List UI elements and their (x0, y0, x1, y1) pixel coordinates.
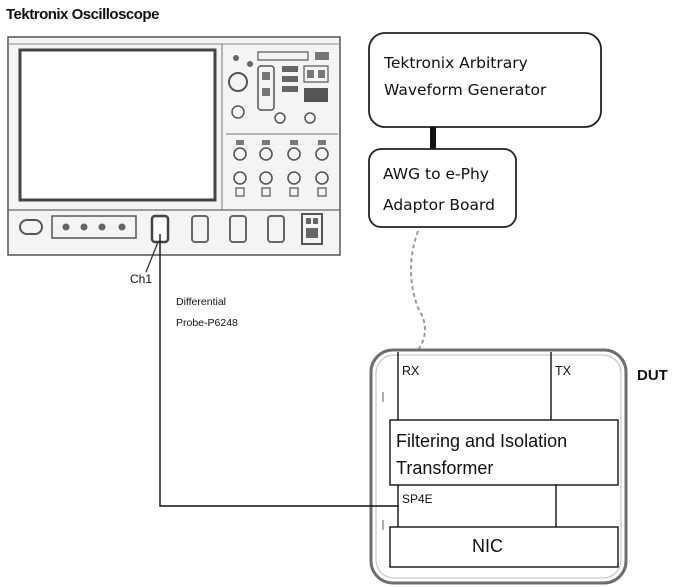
adaptor-label-line1: AWG to e-Phy (383, 165, 489, 183)
channel-knobs (233, 140, 329, 197)
awg-label-line1: Tektronix Arbitrary (384, 54, 528, 72)
ch1-label: Ch1 (130, 272, 153, 286)
rx-label: RX (402, 364, 420, 378)
awg-adaptor-link (430, 127, 436, 149)
filter-transformer-line2: Transformer (396, 458, 494, 478)
knob-icon (228, 72, 248, 92)
probe-label-line1: Differential (176, 296, 226, 308)
cable-to-dut (410, 230, 426, 351)
oscilloscope (7, 36, 341, 273)
knob-icon (304, 112, 316, 124)
nic-box (389, 526, 619, 568)
filter-transformer-line1: Filtering and Isolation (396, 431, 568, 451)
oscilloscope-title: Tektronix Oscilloscope (6, 6, 159, 23)
tx-label: TX (555, 364, 571, 378)
front-panel (19, 213, 323, 245)
adaptor-label-line2: Adaptor Board (383, 196, 495, 214)
connector-icon (191, 215, 209, 243)
knob-icon (274, 112, 286, 124)
nic-label: NIC (472, 536, 503, 556)
oscilloscope-control-panel (226, 51, 338, 197)
connector-icon (267, 215, 285, 243)
probe-label-line2: Probe-P6248 (176, 317, 238, 329)
oscilloscope-screen (18, 48, 217, 202)
dut-label: DUT (637, 367, 668, 384)
filter-transformer-box (389, 419, 619, 486)
power-button-icon (19, 219, 43, 235)
awg-label-line2: Waveform Generator (384, 81, 547, 99)
knob-icon (231, 105, 245, 119)
connector-icon (229, 215, 247, 243)
ch1-pointer (145, 241, 159, 273)
dut (369, 348, 628, 585)
sp4e-label: SP4E (402, 492, 433, 506)
differential-probe-cable (159, 234, 398, 507)
adaptor-board-box (368, 148, 517, 228)
awg-box (368, 32, 602, 128)
